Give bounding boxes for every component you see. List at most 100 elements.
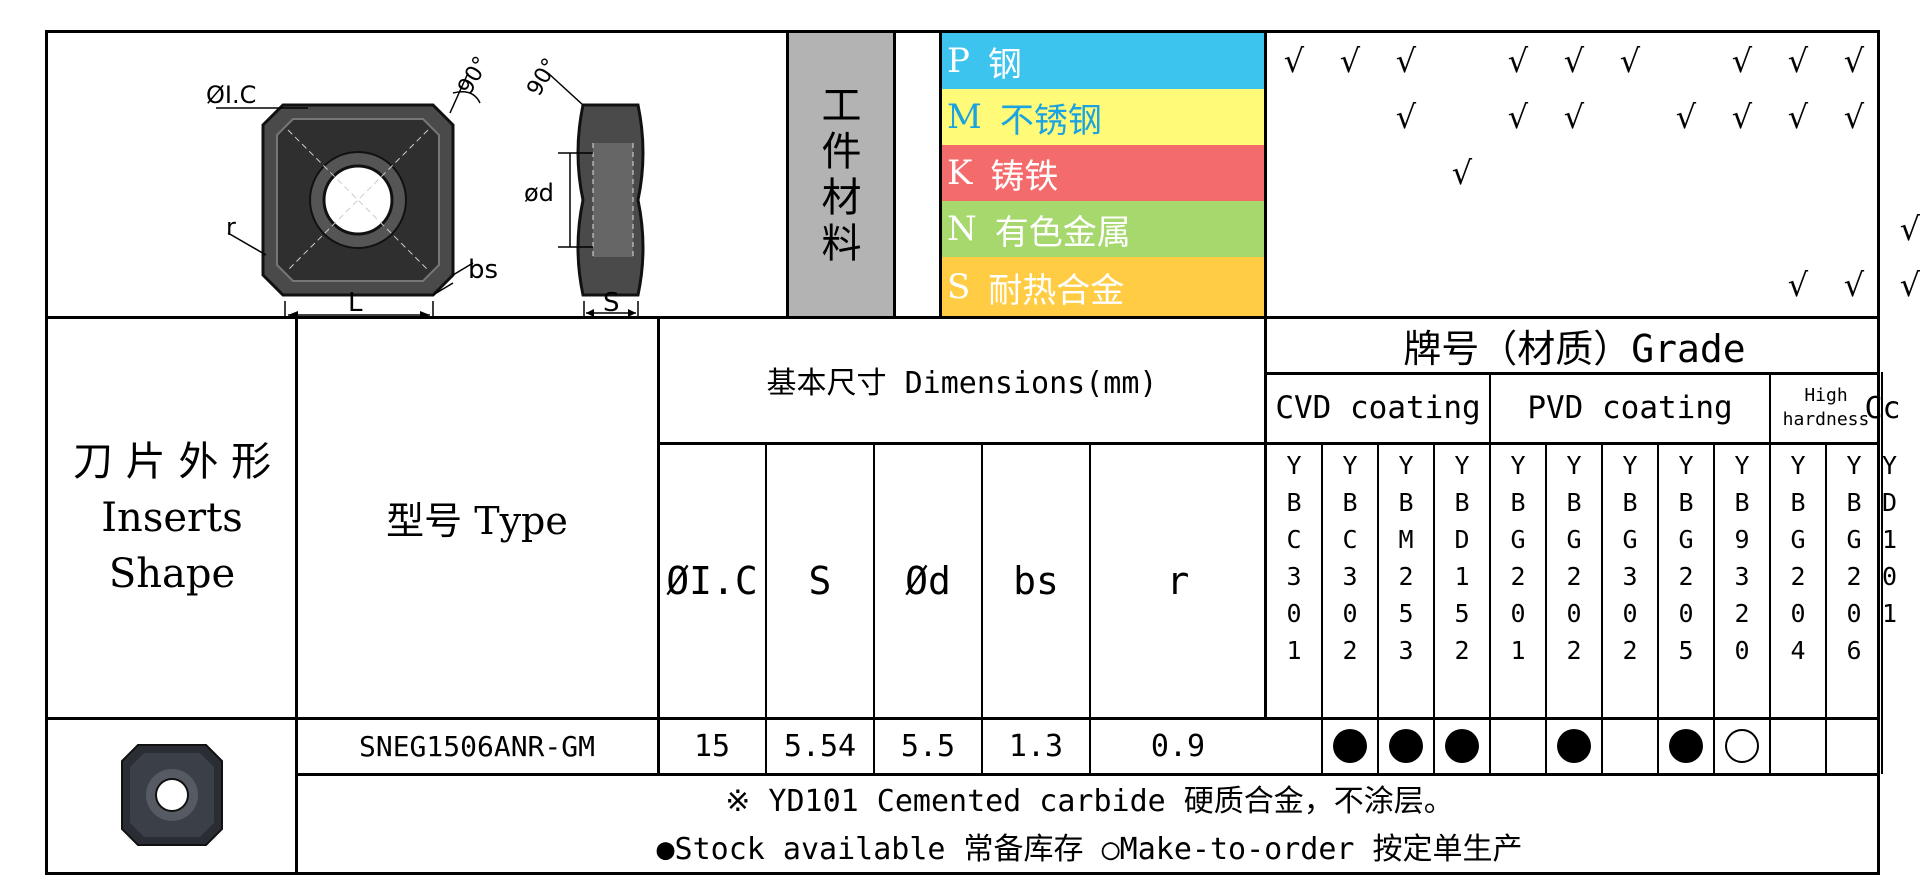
grade-name-char: D xyxy=(1454,525,1470,554)
grid-line xyxy=(1377,442,1379,774)
insert-photo-cell xyxy=(48,718,296,872)
dim-value: 5.54 xyxy=(783,728,857,764)
grade-name-char: 0 xyxy=(1566,599,1582,628)
hardness-label: hardness xyxy=(1782,409,1870,430)
grade-name-char: B xyxy=(1398,488,1414,517)
note-yd101: ※ YD101 Cemented carbide 硬质合金，不涂层。 xyxy=(725,784,1454,819)
dim-value: 0.9 xyxy=(1150,728,1206,764)
material-name: 有色金属 xyxy=(994,212,1131,253)
grid-line xyxy=(1881,442,1883,774)
l-label: L xyxy=(348,288,363,317)
grade-name-char: 0 xyxy=(1678,599,1694,628)
grid-line xyxy=(765,442,767,774)
grade-name-char: 0 xyxy=(1510,599,1526,628)
notes: ※ YD101 Cemented carbide 硬质合金，不涂层。 ●Stoc… xyxy=(296,774,1883,878)
grid-line xyxy=(295,316,298,872)
material-code: N xyxy=(947,209,977,249)
grid-line xyxy=(48,316,1877,319)
pvd-header: PVD coating xyxy=(1527,390,1733,426)
check-mark: √ xyxy=(1787,42,1809,80)
grid-line xyxy=(1489,442,1491,774)
cvd-header: CVD coating xyxy=(1275,390,1481,426)
grid-line xyxy=(658,442,1877,445)
grade-name-char: Y xyxy=(1510,451,1526,480)
shape-header-cn: 刀 片 外 形 xyxy=(72,438,272,485)
dim-col-header: ØI.C xyxy=(666,558,758,603)
grid-line xyxy=(893,33,896,317)
grid-line xyxy=(1545,442,1547,774)
grade-name-char: 0 xyxy=(1622,599,1638,628)
grade-name-char: 0 xyxy=(1882,562,1898,591)
check-mark: √ xyxy=(1339,42,1361,80)
check-mark: √ xyxy=(1731,98,1753,136)
grade-name-char: B xyxy=(1622,488,1638,517)
grid-line xyxy=(1601,442,1603,774)
grade-name-char: Y xyxy=(1622,451,1638,480)
grade-name-char: 0 xyxy=(1342,599,1358,628)
dim-col-header: Ød xyxy=(905,558,951,603)
material-code: M xyxy=(947,97,982,137)
material-name: 铸铁 xyxy=(990,156,1059,197)
high-hardness-header: High hardness xyxy=(1770,373,1882,443)
grid-line xyxy=(1713,442,1715,774)
grade-name-char: Y xyxy=(1846,451,1862,480)
grid-line xyxy=(1321,442,1323,774)
grade-name-char: 2 xyxy=(1622,636,1638,665)
grade-name-char: 3 xyxy=(1398,636,1414,665)
insert-technical-drawing: ØI.C 90° r L bs ød S 90° xyxy=(206,52,645,317)
grid-line xyxy=(296,773,1877,776)
grade-name-char: Y xyxy=(1566,451,1582,480)
grid-line xyxy=(1433,442,1435,774)
grade-name-char: C xyxy=(1342,525,1358,554)
grade-name-char: 0 xyxy=(1790,599,1806,628)
material-code: P xyxy=(947,41,970,81)
grade-name-char: 1 xyxy=(1286,636,1302,665)
insert-side-view xyxy=(547,72,645,317)
check-mark: √ xyxy=(1395,98,1417,136)
stock-cell xyxy=(1602,718,1658,774)
check-mark: √ xyxy=(1395,42,1417,80)
check-mark: √ xyxy=(1899,266,1920,304)
grade-name-char: 3 xyxy=(1286,562,1302,591)
shape-header-en1: Inserts xyxy=(101,494,243,541)
grid-line xyxy=(786,33,789,317)
grid-line xyxy=(1266,372,1877,375)
check-mark: √ xyxy=(1563,42,1585,80)
grade-name-char: 9 xyxy=(1734,525,1750,554)
angle-label-2: 90° xyxy=(522,54,563,100)
grade-name-char: G xyxy=(1622,525,1638,554)
check-mark: √ xyxy=(1563,98,1585,136)
grid-line xyxy=(1089,442,1091,774)
grade-name-char: 2 xyxy=(1566,636,1582,665)
grade-name-char: 2 xyxy=(1510,562,1526,591)
grade-name-char: D xyxy=(1882,488,1898,517)
grade-name-char: G xyxy=(1566,525,1582,554)
grade-header: 牌号（材质）Grade xyxy=(1403,326,1746,371)
check-mark: √ xyxy=(1507,98,1529,136)
grade-name-char: 2 xyxy=(1398,562,1414,591)
grade-name-char: G xyxy=(1510,525,1526,554)
type-header: 型号 Type xyxy=(386,499,568,543)
material-name: 钢 xyxy=(987,44,1022,85)
dim-value: 15 xyxy=(693,728,731,764)
grade-name-char: 3 xyxy=(1734,562,1750,591)
grade-name-char: Y xyxy=(1454,451,1470,480)
grade-name-char: 0 xyxy=(1286,599,1302,628)
dim-col-header: r xyxy=(1166,558,1190,603)
grade-name-char: 1 xyxy=(1882,525,1898,554)
grade-name-char: B xyxy=(1734,488,1750,517)
material-code: K xyxy=(947,153,973,193)
grade-name-char: 3 xyxy=(1342,562,1358,591)
stock-cell xyxy=(1546,718,1602,774)
grade-name-char: Y xyxy=(1734,451,1750,480)
grade-name-char: G xyxy=(1678,525,1694,554)
